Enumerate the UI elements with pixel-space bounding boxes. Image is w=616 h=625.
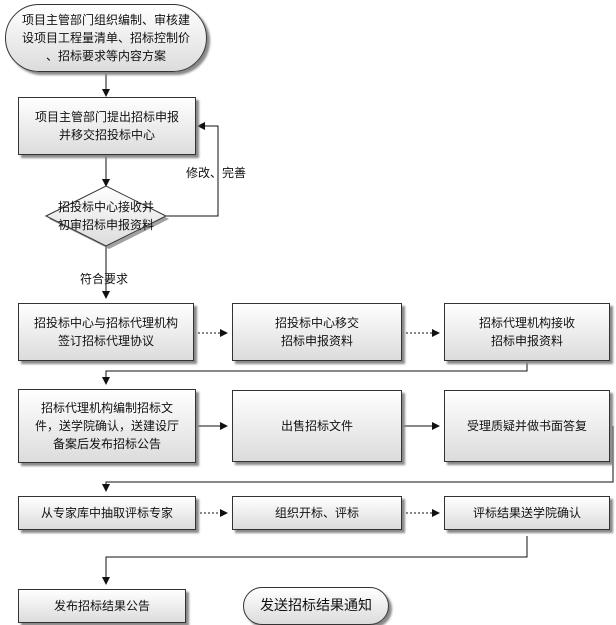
agency-receive-box: 招标代理机构接收 招标申报资料 [444,303,610,361]
compile-documents-text: 招标代理机构编制招标文 件，送学院确认，送建设厅 备案后发布招标公告 [34,401,179,451]
sign-agreement-text: 招投标中心与招标代理机构 签订招标代理协议 [33,316,178,348]
sell-documents-box: 出售招标文件 [232,390,402,462]
answer-queries-text: 受理质疑并做书面答复 [466,419,587,433]
meets-requirements-label: 符合要求 [80,272,129,286]
arrow-revise-loop [166,122,219,217]
draw-experts-box: 从专家库中抽取评标专家 [18,496,196,530]
open-evaluate-box: 组织开标、评标 [232,496,402,530]
revise-label: 修改、完善 [186,166,247,180]
agency-receive-text: 招标代理机构接收 招标申报资料 [478,316,575,348]
start-text: 项目主管部门组织编制、审核建 设项目工程量清单、招标控制价 、招标要求等内容方案 [21,13,190,63]
review-decision-diamond [44,185,168,247]
start-terminator: 项目主管部门组织编制、审核建 设项目工程量清单、招标控制价 、招标要求等内容方案 [5,4,207,72]
arrow-answer-to-draw [102,426,614,492]
sign-agreement-box: 招投标中心与招标代理机构 签订招标代理协议 [18,303,194,361]
send-results-text: 评标结果送学院确认 [472,506,581,520]
compile-documents-box: 招标代理机构编制招标文 件，送学院确认，送建设厅 备案后发布招标公告 [18,389,196,463]
sell-documents-text: 出售招标文件 [280,419,353,433]
send-results-box: 评标结果送学院确认 [444,496,610,530]
send-notice-terminator: 发送招标结果通知 [243,587,389,625]
transfer-materials-text: 招投标中心移交 招标申报资料 [274,316,359,348]
submit-application-text: 项目主管部门提出招标申报 并移交招投标中心 [34,110,179,142]
answer-queries-box: 受理质疑并做书面答复 [444,390,610,462]
open-evaluate-text: 组织开标、评标 [274,506,359,520]
transfer-materials-box: 招投标中心移交 招标申报资料 [232,303,402,361]
publish-results-box: 发布招标结果公告 [18,589,186,623]
flowchart-canvas [44,72,614,585]
arrow-send-to-publish [102,536,528,585]
review-decision-text: 招投标中心接收并 初审招标申报资料 [57,200,154,232]
arrow-receive-to-compile [102,362,528,385]
submit-application-box: 项目主管部门提出招标申报 并移交招投标中心 [18,97,196,155]
draw-experts-text: 从专家库中抽取评标专家 [40,506,173,520]
